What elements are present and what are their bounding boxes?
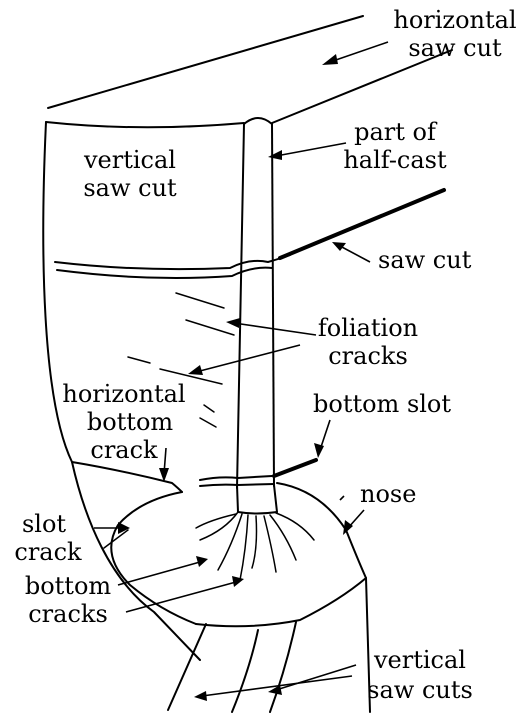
- arrow-foliation-2: [196, 345, 300, 372]
- half-cast-lower-left: [237, 485, 238, 512]
- top-back-edge: [48, 16, 363, 108]
- half-cast-base: [238, 512, 277, 514]
- arrow-foliation-1: [234, 323, 316, 335]
- label-horizontal-bottom-crack-line1: horizontal: [62, 380, 185, 408]
- bottom-slot-groove: [274, 460, 316, 476]
- label-bottom-cracks-line2: cracks: [28, 600, 108, 628]
- bottom-crack-2: [218, 514, 242, 570]
- nose-right-outline: [277, 483, 366, 578]
- foliation-crack-5: [204, 405, 214, 412]
- label-foliation-cracks-line2: cracks: [328, 342, 408, 370]
- label-bottom-cracks-line1: bottom: [25, 572, 112, 600]
- label-nose: nose: [360, 480, 416, 508]
- label-horizontal-bottom-crack-line2: bottom: [87, 408, 174, 436]
- label-vertical-saw-cuts-line2: saw cuts: [367, 676, 473, 704]
- arrow-bottom-cracks-1: [118, 562, 200, 585]
- saw-cut-line-front: [55, 255, 290, 269]
- bottom-crack-7: [276, 513, 314, 540]
- slot-crack-line: [104, 530, 128, 548]
- label-foliation-cracks-line1: foliation: [318, 314, 418, 342]
- bottom-crack-3: [240, 515, 248, 580]
- half-cast-right-edge: [272, 124, 274, 486]
- arrow-bottom-cracks-2: [126, 582, 236, 612]
- label-part-of-half-cast-line2: half-cast: [343, 146, 447, 174]
- foliation-crack-6: [200, 418, 216, 427]
- label-horizontal-saw-cut-line1: horizontal: [393, 6, 516, 34]
- arrow-half-cast: [276, 143, 346, 156]
- label-part-of-half-cast-line1: part of: [354, 118, 438, 146]
- label-vertical-saw-cut-line1: vertical: [83, 146, 176, 174]
- label-horizontal-bottom-crack-line3: crack: [90, 436, 158, 464]
- half-cast-lower-right: [274, 485, 277, 512]
- arrow-horizontal-saw-cut: [330, 42, 388, 62]
- vertical-saw-cut-3: [270, 622, 296, 712]
- label-horizontal-saw-cut-line2: saw cut: [408, 34, 502, 62]
- half-cast-left-edge: [237, 124, 244, 488]
- vertical-saw-cut-2: [232, 630, 258, 712]
- bottom-crack-1: [200, 512, 238, 540]
- foliation-crack-1: [176, 293, 224, 308]
- top-front-edge-left: [46, 122, 244, 127]
- bottom-slot-line-top: [200, 476, 272, 480]
- arrow-saw-cut: [340, 246, 370, 262]
- label-slot-crack-line2: crack: [14, 538, 82, 566]
- label-vertical-saw-cuts-line1: vertical: [373, 646, 466, 674]
- pointer-arrows: [94, 42, 388, 701]
- label-slot-crack-line1: slot: [22, 510, 66, 538]
- bottom-slot-line-bottom: [200, 484, 274, 486]
- foliation-crack-3: [128, 357, 150, 363]
- half-cast: [237, 118, 277, 512]
- label-bottom-slot: bottom slot: [313, 390, 451, 418]
- label-saw-cut: saw cut: [378, 246, 472, 274]
- half-cast-top: [244, 118, 272, 124]
- labels: horizontal saw cut vertical saw cut part…: [14, 6, 516, 704]
- bottom-crack-5: [264, 516, 276, 572]
- bottom-crack-6: [270, 515, 296, 560]
- label-vertical-saw-cut-line2: saw cut: [83, 174, 177, 202]
- bottom-crack-4: [252, 516, 257, 568]
